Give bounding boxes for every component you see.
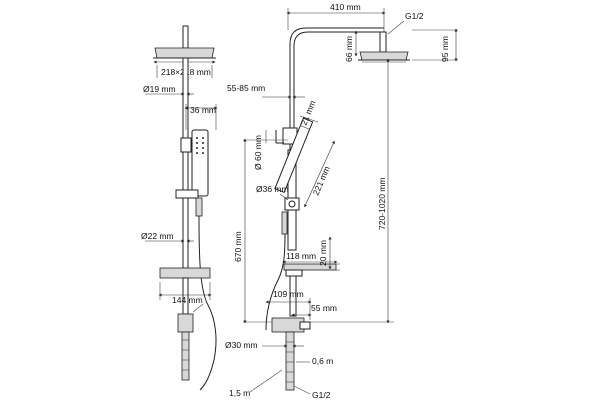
side-inlet-pipe — [285, 331, 295, 391]
label-handset-width: 21 mm — [299, 99, 318, 127]
label-head-height: 95 mm — [440, 36, 450, 62]
side-handset — [274, 117, 314, 193]
side-mixer-body — [271, 317, 305, 333]
front-slider — [180, 137, 192, 153]
front-shelf — [159, 267, 211, 279]
label-total-height: 720-1020 mm — [377, 178, 387, 230]
side-arm-outer — [289, 27, 384, 150]
label-shelf-width: 144 mm — [172, 295, 203, 305]
front-main-pipe — [182, 57, 189, 269]
front-handset — [191, 129, 209, 197]
label-hose-short: 0,6 m — [312, 356, 333, 366]
side-view: 410 mm G1/2 66 mm 95 mm 55-85 mm — [225, 2, 458, 400]
label-inlet-thread: G1/2 — [312, 390, 331, 400]
side-arm-inner — [293, 31, 382, 150]
label-inlet-dia: Ø30 mm — [225, 340, 258, 350]
side-shelf — [283, 263, 337, 271]
label-pipe-thread: G1/2 — [405, 11, 424, 21]
side-hose — [265, 233, 286, 331]
label-mixer-width: 109 mm — [273, 289, 304, 299]
front-mixer — [177, 313, 194, 333]
front-top-pipe — [182, 25, 189, 49]
label-handset-length: 221 mm — [311, 165, 332, 197]
label-width-top: 410 mm — [330, 2, 361, 12]
label-shelf-depth: 118 mm — [286, 251, 316, 261]
front-hose — [198, 215, 217, 391]
front-view: 218×218 mm Ø19 mm 36 mm Ø22 mm — [141, 25, 218, 391]
label-mixer-offset: 55 mm — [311, 303, 337, 313]
front-handset-nozzles — [196, 137, 204, 154]
label-pipe-dia: Ø19 mm — [143, 84, 176, 94]
front-holder-clamp — [175, 189, 199, 199]
label-rail-height: 670 mm — [233, 231, 243, 262]
side-hose-connector — [281, 211, 288, 235]
front-inlet-pipe — [181, 331, 190, 381]
label-holder-dia: Ø 60 mm — [253, 135, 263, 170]
label-lower-pipe-dia: Ø22 mm — [141, 231, 174, 241]
label-holder-width: 36 mm — [190, 105, 216, 115]
front-handset-base — [195, 197, 203, 217]
label-bar-offset: 55-85 mm — [227, 83, 265, 93]
label-hose-long: 1,5 m — [229, 388, 250, 398]
front-shower-head — [154, 47, 215, 59]
side-shower-head — [359, 51, 409, 61]
label-head-offset: 66 mm — [344, 36, 354, 62]
side-mixer-handle — [299, 321, 311, 330]
label-handset-dia: Ø36 mm — [256, 184, 289, 194]
label-shelf-height: 20 mm — [318, 240, 328, 266]
